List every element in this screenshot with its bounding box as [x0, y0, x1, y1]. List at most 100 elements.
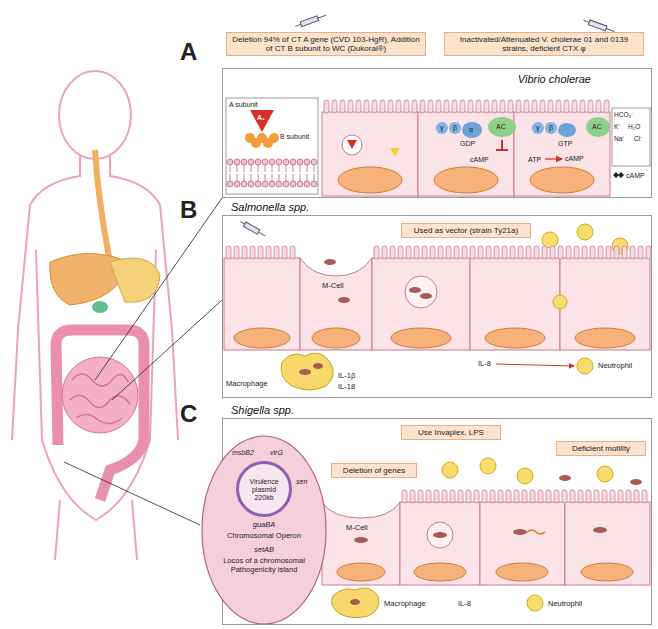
lipid-tail	[314, 174, 315, 181]
microvillus	[526, 246, 531, 259]
lipid-head	[248, 181, 254, 187]
microvillus	[242, 246, 247, 259]
vaccine-box: Use Invaplex, LPS	[401, 425, 501, 440]
lipid-tail	[307, 174, 308, 181]
label: HCO₃⁻	[614, 112, 633, 119]
microvillus	[590, 246, 595, 259]
lipid-head	[248, 159, 254, 165]
node-text: Used as vector (strain Ty21a)	[406, 226, 526, 235]
ellipse-shape	[202, 436, 326, 624]
microvillus	[554, 490, 559, 503]
label: IL-18	[338, 383, 355, 391]
microvillus	[540, 100, 545, 113]
microvillus	[414, 246, 419, 259]
gene-ellipse: guaBAChromosomal OperonsetABLocos of a c…	[201, 435, 327, 625]
lipid-head	[276, 159, 282, 165]
microvillus	[430, 246, 435, 259]
microvillus	[398, 246, 403, 259]
microvillus	[444, 100, 449, 113]
body-figure	[12, 71, 178, 560]
microvillus	[412, 100, 417, 113]
microvillus	[490, 490, 495, 503]
label: ATP	[528, 156, 541, 163]
label: IL-1β	[338, 372, 355, 380]
lipid-tail	[300, 165, 301, 172]
microvillus	[500, 100, 505, 113]
lipid-head	[297, 159, 303, 165]
label: α	[469, 126, 473, 133]
microvillus	[538, 490, 543, 503]
label: Neutrophil	[598, 362, 632, 370]
vaccine-box: Deletion of genes	[331, 463, 417, 478]
microvillus	[622, 246, 627, 259]
lipid-tail	[286, 165, 287, 172]
microvillus	[486, 246, 491, 259]
node-text: Locos of a chromosomal Pathogenicity isl…	[223, 557, 305, 574]
lipid-tail	[307, 165, 308, 172]
lipid-tail	[314, 165, 315, 172]
label: msbB2	[232, 449, 254, 456]
lipid-tail	[265, 165, 266, 172]
microvillus	[382, 246, 387, 259]
node-text: Deletion of genes	[336, 466, 412, 475]
lipid-head	[255, 181, 261, 187]
microvillus	[372, 100, 377, 113]
panel: Shigella spp.Use Invaplex, LPSDeficient …	[222, 418, 652, 625]
microvillus	[498, 490, 503, 503]
lipid-head	[304, 181, 310, 187]
microvillus	[282, 246, 287, 259]
lipid-head	[311, 159, 317, 165]
microvillus	[374, 246, 379, 259]
microvillus	[466, 490, 471, 503]
label: Cl⁻	[634, 136, 642, 143]
lipid-tail	[258, 165, 259, 172]
microvillus	[484, 100, 489, 113]
microvillus	[580, 100, 585, 113]
label: β	[453, 124, 457, 131]
lipid-head	[262, 181, 268, 187]
node-text: Inactivated/Attenuated V. cholerae 01 an…	[449, 35, 639, 53]
lipid-tail	[279, 174, 280, 181]
microvillus	[436, 100, 441, 113]
lipid-head	[269, 181, 275, 187]
microvillus	[530, 490, 535, 503]
microvillus	[274, 246, 279, 259]
node-text: guaBA	[253, 521, 276, 530]
lipid-head	[227, 181, 233, 187]
microvillus	[578, 490, 583, 503]
label: A	[180, 40, 197, 64]
microvillus	[558, 246, 563, 259]
microvillus	[542, 246, 547, 259]
zoom-lines	[64, 198, 222, 525]
label: cAMP	[470, 156, 489, 163]
label: M-Cell	[322, 282, 344, 290]
microvillus	[518, 246, 523, 259]
label: Macrophage	[384, 600, 426, 608]
microvillus	[510, 246, 515, 259]
vaccine-box: Inactivated/Attenuated V. cholerae 01 an…	[444, 32, 644, 56]
lipid-tail	[279, 165, 280, 172]
microvillus	[556, 100, 561, 113]
plasmid-circle: Virulence plasmid 220kb	[236, 461, 292, 517]
microvillus	[574, 246, 579, 259]
lipid-head	[234, 159, 240, 165]
microvillus	[646, 246, 651, 259]
microvillus	[564, 100, 569, 113]
label: Na⁺	[614, 136, 624, 143]
microvillus	[594, 490, 599, 503]
microvillus	[582, 246, 587, 259]
microvillus	[506, 490, 511, 503]
microvillus	[258, 246, 263, 259]
microvillus	[234, 246, 239, 259]
microvillus	[388, 100, 393, 113]
microvillus	[438, 246, 443, 259]
lipid-head	[241, 159, 247, 165]
lipid-head	[262, 159, 268, 165]
lipid-tail	[272, 174, 273, 181]
panel-heading: Salmonella spp.	[231, 201, 309, 213]
panel-a-art	[226, 98, 650, 196]
label: AC	[592, 123, 602, 130]
microvillus	[550, 246, 555, 259]
lipid-head	[283, 159, 289, 165]
